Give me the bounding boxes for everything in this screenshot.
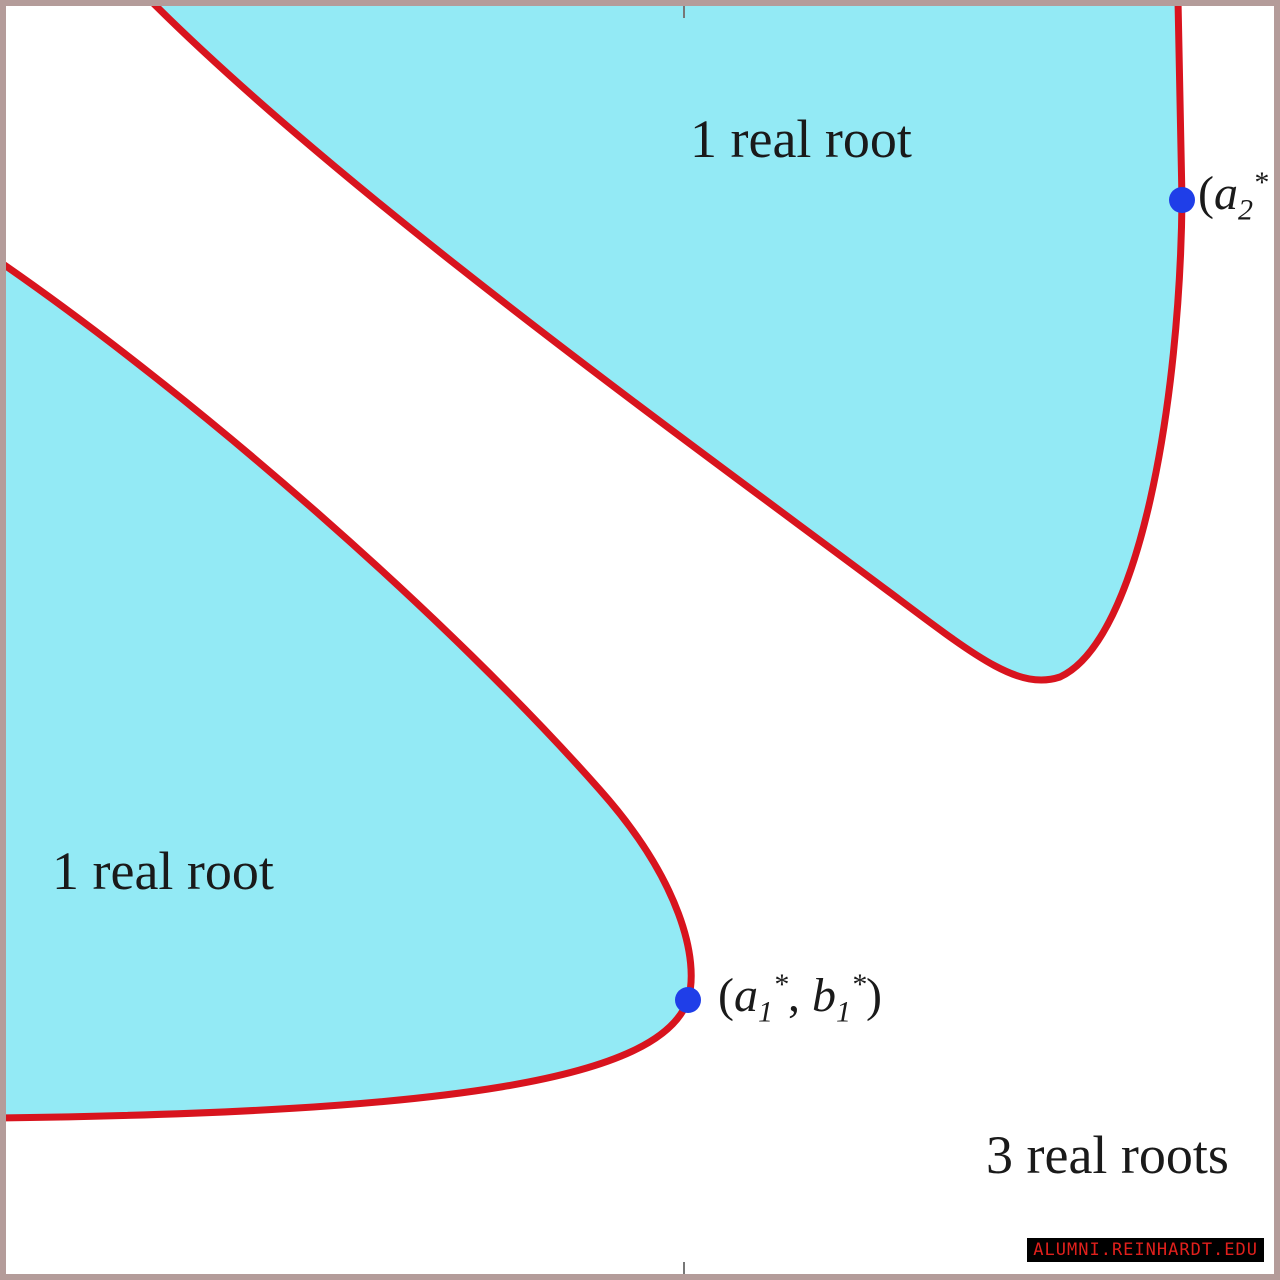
sub: 1: [835, 995, 851, 1029]
lower-left-region: [6, 266, 692, 1118]
sub: 2: [1237, 193, 1253, 227]
point-1-label: (a1*, b1*): [718, 968, 882, 1030]
sup: *: [772, 968, 788, 1001]
paren: (: [1198, 167, 1214, 220]
point-2-marker: [1169, 187, 1195, 213]
region-label-lower-left: 1 real root: [52, 841, 274, 901]
var-b: b: [811, 969, 836, 1022]
sup: *: [1252, 166, 1268, 199]
watermark: ALUMNI.REINHARDT.EDU: [1027, 1238, 1264, 1262]
var-a: a: [1213, 167, 1238, 220]
sub: 1: [757, 995, 773, 1029]
upper-region: [156, 6, 1182, 680]
point-2-label: (a2*: [1198, 166, 1268, 228]
discriminant-curve-upper: [151, 6, 1186, 684]
region-label-upper: 1 real root: [690, 109, 912, 169]
var-a: a: [733, 969, 758, 1022]
discriminant-curve-lower: [6, 261, 695, 1122]
point-1-marker: [675, 987, 701, 1013]
paren: (: [718, 969, 734, 1022]
region-label-lower-right: 3 real roots: [986, 1125, 1229, 1185]
sup: *: [850, 968, 866, 1001]
sep: ,: [787, 969, 812, 1022]
paren: ): [865, 969, 882, 1022]
